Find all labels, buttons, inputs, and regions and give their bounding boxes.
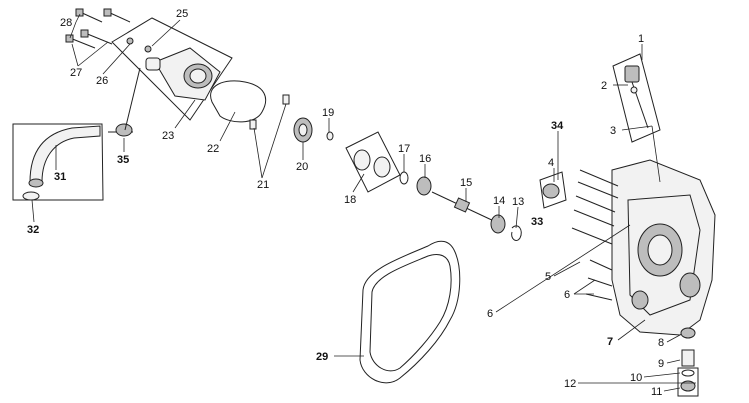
callout-27: 27 (70, 67, 82, 79)
washer-25 (144, 45, 152, 53)
callout-12: 12 (564, 378, 576, 390)
callout-9: 9 (658, 358, 664, 370)
oil-seal-b (373, 156, 391, 178)
callout-35: 35 (117, 154, 129, 166)
callout-25: 25 (176, 8, 188, 20)
hose-frame (12, 123, 104, 201)
callout-7: 7 (607, 336, 613, 348)
callout-10: 10 (630, 372, 642, 384)
callout-13: 13 (512, 196, 524, 208)
callout-14: 14 (493, 195, 505, 207)
bearing-14 (490, 214, 506, 234)
drain-plug-8 (680, 327, 696, 339)
callout-8: 8 (658, 337, 664, 349)
oil-dipstick (624, 65, 649, 129)
circlip-17 (399, 171, 409, 185)
dowel-pin-21a (282, 94, 290, 105)
water-pump-cover-frame (111, 17, 233, 121)
bolt-26 (126, 37, 134, 45)
oil-seal-a (353, 149, 371, 171)
callout-23: 23 (162, 130, 174, 142)
washer-19 (326, 131, 334, 141)
dowel-pin-21b (249, 119, 257, 130)
callout-1: 1 (638, 33, 644, 45)
hose-clamp-35 (115, 123, 133, 137)
callout-18: 18 (344, 194, 356, 206)
crankcase-cover (611, 159, 716, 336)
callout-26: 26 (96, 75, 108, 87)
oil-seal-33 (542, 183, 560, 199)
drain-frame (677, 367, 699, 397)
callout-16: 16 (419, 153, 431, 165)
water-hose (29, 125, 101, 183)
callout-33: 33 (531, 216, 543, 228)
o-ring-10 (681, 369, 695, 377)
callout-32: 32 (27, 224, 39, 236)
callout-5: 5 (545, 271, 551, 283)
pump-gasket (210, 80, 267, 123)
callout-3: 3 (610, 125, 616, 137)
water-pump-cover (145, 47, 221, 101)
leader-lines (31, 13, 696, 392)
callout-21: 21 (257, 179, 269, 191)
callout-19: 19 (322, 107, 334, 119)
callout-17: 17 (398, 143, 410, 155)
callout-4: 4 (548, 157, 554, 169)
bolts-group (65, 8, 131, 49)
pump-shaft (431, 191, 497, 223)
callout-20: 20 (296, 161, 308, 173)
cover-bolts (571, 169, 619, 301)
callout-2: 2 (601, 80, 607, 92)
callout-34: 34 (551, 120, 564, 132)
impeller (293, 117, 313, 143)
circlip-13 (511, 225, 522, 241)
dipstick-frame (612, 53, 661, 143)
spring-9 (681, 349, 695, 367)
callout-28: 28 (60, 17, 72, 29)
callout-6-left: 6 (487, 308, 493, 320)
callout-22: 22 (207, 143, 219, 155)
callout-15: 15 (460, 177, 472, 189)
bearing-16 (416, 176, 432, 196)
hose-end (28, 178, 44, 188)
drain-bolt-11 (680, 380, 696, 392)
cover-gasket (359, 240, 461, 384)
callout-31: 31 (54, 171, 66, 183)
seal-frame (539, 171, 567, 209)
callout-11: 11 (651, 386, 662, 398)
callout-29: 29 (316, 351, 328, 363)
hose-clamp-32 (22, 191, 40, 201)
callout-6-right: 6 (564, 289, 570, 301)
